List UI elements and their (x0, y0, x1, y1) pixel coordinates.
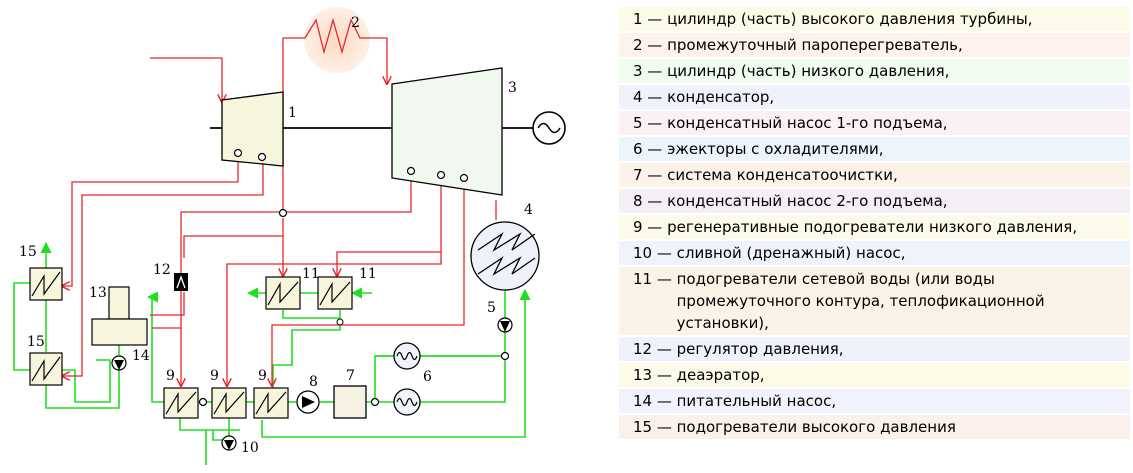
feed-pump (111, 355, 127, 371)
legend-item: 7 — система конденсатоочистки, (619, 163, 1130, 187)
hp-heater-bottom (29, 352, 63, 386)
legend-item: 11 — подогреватели сетевой воды (или вод… (619, 267, 1130, 335)
water-lines (13, 241, 531, 465)
legend-item-text: промежуточный пароперегреватель, (667, 36, 963, 54)
legend-item-number: 8 — (633, 192, 668, 210)
legend-item-number: 6 — (633, 140, 668, 158)
legend-item: 2 — промежуточный пароперегреватель, (619, 33, 1130, 57)
legend-item: 10 — сливной (дренажный) насос, (619, 241, 1130, 265)
label-12: 12 (153, 262, 171, 278)
legend-item-text: конденсатор, (667, 88, 775, 106)
label-4: 4 (524, 202, 533, 218)
label-9b: 9 (210, 368, 219, 384)
pressure-regulator (174, 273, 188, 291)
legend-item: 9 — регенеративные подогреватели низкого… (619, 215, 1130, 239)
legend-item-number: 3 — (633, 62, 668, 80)
label-9a: 9 (166, 368, 175, 384)
label-5: 5 (487, 300, 496, 316)
legend-item-number: 12 — (633, 340, 677, 358)
drain-pump (221, 435, 237, 451)
legend-item-text: эжекторы с охладителями, (667, 140, 884, 158)
legend-item-number: 1 — (633, 10, 668, 28)
legend-item-number: 11 — (633, 270, 677, 288)
hp-cylinder (221, 91, 284, 167)
label-9c: 9 (258, 368, 267, 384)
thermal-scheme-diagram: 1 2 3 4 5 6 7 8 9 9 9 10 11 11 12 13 14 … (13, 7, 566, 465)
deaerator (91, 286, 148, 346)
legend-item-number: 10 — (633, 244, 677, 262)
junction-ejectors (370, 397, 380, 407)
label-15b: 15 (27, 334, 45, 350)
label-11a: 11 (302, 266, 320, 282)
label-14: 14 (132, 348, 150, 364)
legend-list: 1 — цилиндр (часть) высокого давления ту… (619, 7, 1130, 441)
label-13: 13 (89, 285, 107, 301)
legend-item: 4 — конденсатор, (619, 85, 1130, 109)
ejectors (393, 342, 421, 416)
legend-item-number: 5 — (633, 114, 668, 132)
label-15a: 15 (19, 244, 37, 260)
legend-item: 14 — питательный насос, (619, 389, 1130, 413)
legend-item-text: цилиндр (часть) высокого давления турбин… (667, 10, 1033, 28)
legend-item-text: регулятор давления, (676, 340, 844, 358)
legend-item-text: конденсатный насос 2-го подъема, (667, 192, 948, 210)
generator-icon (532, 111, 566, 145)
label-8: 8 (309, 374, 318, 390)
hp-heater-top (29, 267, 63, 301)
condensate-cleaning (333, 385, 367, 419)
reheater-glow (304, 7, 370, 73)
legend-item: 3 — цилиндр (часть) низкого давления, (619, 59, 1130, 83)
network-heater-1 (265, 276, 301, 310)
label-7: 7 (346, 368, 355, 384)
legend-item-text: подогреватели сетевой воды (или воды про… (676, 270, 1045, 332)
condensate-pump-1 (497, 317, 513, 333)
legend-item-text: регенеративные подогреватели низкого дав… (667, 218, 1078, 236)
label-6: 6 (423, 369, 432, 385)
legend-item-number: 15 — (633, 418, 677, 436)
legend-item-number: 4 — (633, 88, 668, 106)
legend-item-text: деаэратор, (676, 366, 765, 384)
junction-network (336, 318, 344, 326)
junction-condenser (500, 351, 510, 361)
legend-item-number: 2 — (633, 36, 668, 54)
legend-item-number: 13 — (633, 366, 677, 384)
legend-item: 15 — подогреватели высокого давления (619, 415, 1130, 439)
junction-lp (198, 397, 208, 407)
condenser (470, 221, 540, 291)
legend-item-text: питательный насос, (676, 392, 837, 410)
label-2: 2 (351, 15, 360, 31)
lp-heater-1 (253, 387, 289, 419)
label-10: 10 (241, 440, 259, 456)
label-1: 1 (288, 105, 297, 121)
legend-item: 6 — эжекторы с охладителями, (619, 137, 1130, 161)
legend-item-number: 9 — (633, 218, 668, 236)
legend-item-text: конденсатный насос 1-го подъема, (667, 114, 948, 132)
legend-item-text: подогреватели высокого давления (676, 418, 956, 436)
legend-item-text: сливной (дренажный) насос, (676, 244, 906, 262)
label-11b: 11 (359, 266, 377, 282)
condensate-pump-2 (296, 390, 320, 414)
legend-item-number: 7 — (633, 166, 668, 184)
legend-item: 5 — конденсатный насос 1-го подъема, (619, 111, 1130, 135)
lp-cylinder (391, 67, 503, 196)
label-3: 3 (508, 80, 517, 96)
junction-steam (278, 208, 288, 218)
legend-item: 13 — деаэратор, (619, 363, 1130, 387)
network-heater-2 (317, 276, 353, 310)
legend-item-text: цилиндр (часть) низкого давления, (667, 62, 950, 80)
lp-heater-3 (163, 387, 199, 419)
legend-item-text: система конденсатоочистки, (667, 166, 898, 184)
legend-item-number: 14 — (633, 392, 677, 410)
legend-item: 8 — конденсатный насос 2-го подъема, (619, 189, 1130, 213)
lp-heater-2 (211, 387, 247, 419)
legend-item: 12 — регулятор давления, (619, 337, 1130, 361)
legend-item: 1 — цилиндр (часть) высокого давления ту… (619, 7, 1130, 31)
